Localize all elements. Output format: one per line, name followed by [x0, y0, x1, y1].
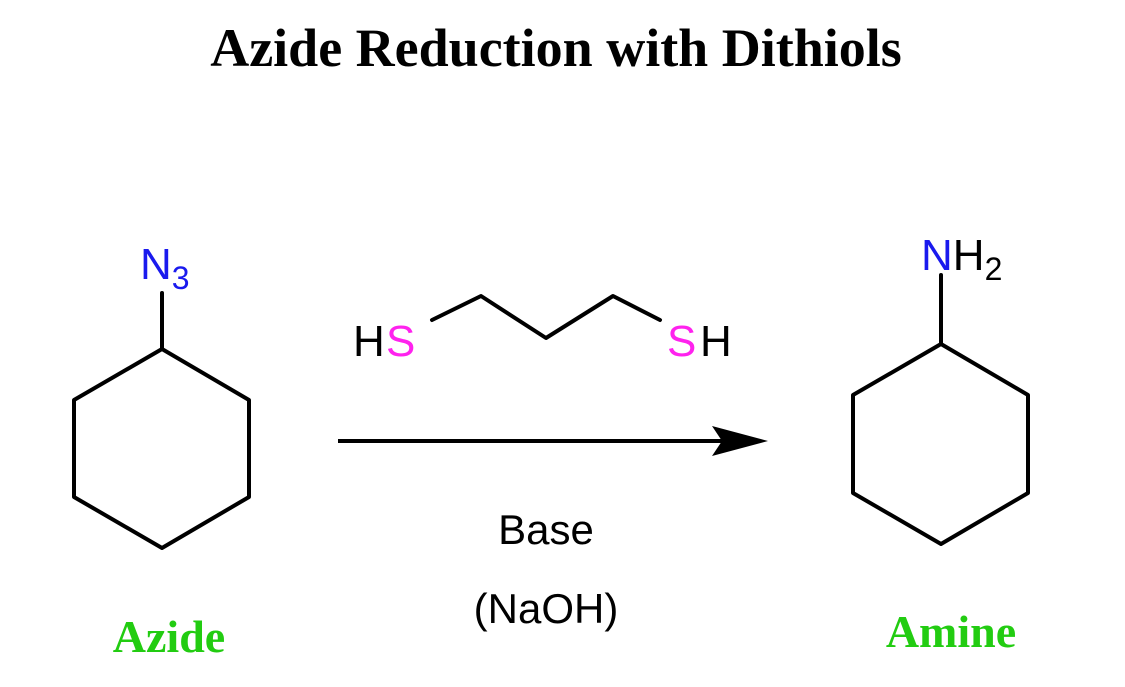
azide-n-symbol: N — [140, 240, 172, 289]
condition-naoh: (NaOH) — [474, 585, 619, 632]
product-label: Amine — [886, 606, 1016, 657]
amine-group-label: NH2 — [921, 231, 1002, 287]
amine-h-subscript: 2 — [985, 251, 1003, 287]
amine-h-symbol: H — [953, 231, 985, 280]
azide-n-subscript: 3 — [172, 260, 190, 296]
azide-group-label: N3 — [140, 240, 190, 296]
page-title: Azide Reduction with Dithiols — [210, 18, 902, 78]
dithiol-left-h: H — [353, 317, 385, 366]
reactant-label: Azide — [113, 611, 225, 662]
amine-molecule: NH2 — [851, 231, 1030, 546]
azide-molecule: N3 — [72, 240, 251, 550]
reaction-arrow-head — [712, 426, 768, 456]
dithiol-right-h: H — [700, 317, 732, 366]
condition-base: Base — [498, 506, 594, 553]
azide-cyclohexane-ring — [72, 347, 251, 550]
dithiol-left-s: S — [386, 317, 415, 366]
dithiol-carbon-chain — [430, 294, 662, 340]
dithiol-right-s: S — [667, 317, 696, 366]
amine-n-symbol: N — [921, 231, 953, 280]
dithiol-molecule: H S S H — [353, 294, 732, 366]
reaction-arrow — [338, 426, 768, 456]
amine-cyclohexane-ring — [851, 342, 1030, 546]
